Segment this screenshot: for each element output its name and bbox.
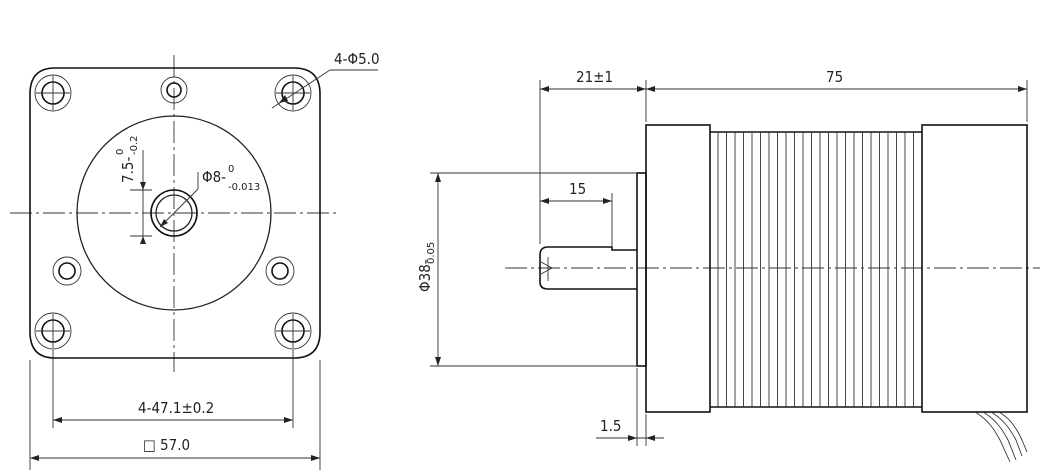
keyway-dim-label: 7.5- xyxy=(119,157,137,183)
shaft-dim-leader xyxy=(159,188,199,228)
shaft-side xyxy=(539,246,637,290)
pilot-dia-tol: 0.05 xyxy=(426,242,437,264)
front-view: Φ8- 0 -0.013 7.5- 0 -0.2 4-Φ5.0 4-47.1±0… xyxy=(10,50,380,470)
flat-length-label: 15 xyxy=(569,180,586,198)
hole-callout-label: 4-Φ5.0 xyxy=(334,50,380,68)
side-view: 21±1 75 15 Φ38- 0.05 1.5 xyxy=(416,68,1040,463)
stator-laminations xyxy=(717,132,914,407)
shaft-outer xyxy=(150,189,198,237)
shaft-tol-upper: 0 xyxy=(228,164,234,175)
front-housing xyxy=(645,124,711,413)
flange-outline xyxy=(29,67,321,359)
threaded-hole-left xyxy=(52,256,82,286)
lead-wires xyxy=(974,411,1028,463)
pilot-flange xyxy=(636,172,647,367)
body-length-label: 75 xyxy=(826,68,843,86)
shaft-tol-lower: -0.013 xyxy=(228,182,260,193)
hole-spacing-label: 4-47.1±0.2 xyxy=(138,399,214,417)
mounting-hole-bottom-right xyxy=(274,312,312,350)
threaded-hole-top xyxy=(160,76,188,104)
keyway-tol-upper: 0 xyxy=(115,149,126,155)
threaded-hole-right xyxy=(265,256,295,286)
shaft-inner xyxy=(155,194,193,232)
pilot-circle xyxy=(76,115,272,311)
pilot-dia-label: Φ38- xyxy=(416,259,434,292)
shaft-length-label: 21±1 xyxy=(576,68,613,86)
keyway-tol-lower: -0.2 xyxy=(129,135,140,155)
pilot-thickness-label: 1.5 xyxy=(600,417,621,435)
mounting-hole-top-right xyxy=(274,74,312,112)
shaft-dim-label: Φ8- xyxy=(202,168,226,186)
mounting-hole-bottom-left xyxy=(34,312,72,350)
mounting-hole-top-left xyxy=(34,74,72,112)
rear-housing xyxy=(921,124,1028,413)
frame-size-label: □ 57.0 xyxy=(143,436,190,454)
